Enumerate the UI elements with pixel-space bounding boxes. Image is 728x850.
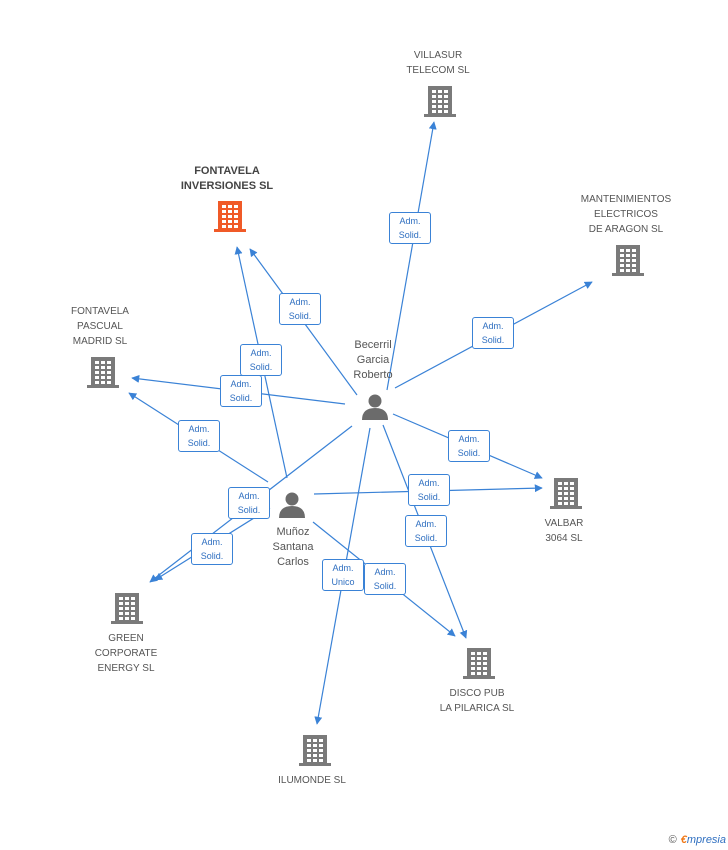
edge-label-line: Adm.: [230, 379, 252, 389]
company-label-green[interactable]: GREEN CORPORATE ENERGY SL: [95, 631, 158, 676]
edge-label-line: Solid.: [373, 581, 397, 591]
company-label-valbar[interactable]: VALBAR 3064 SL: [545, 516, 584, 546]
edge-label-line: Adm.: [332, 563, 354, 573]
edge-label-line: Solid.: [414, 533, 438, 543]
edge-label-line: Adm.: [374, 567, 396, 577]
empresia-brand: ©€mpresia: [669, 834, 726, 846]
company-label-disco[interactable]: DISCO PUB LA PILARICA SL: [440, 686, 515, 716]
edge-label-munoz-disco[interactable]: Adm. Solid.: [364, 563, 406, 595]
edge-label-line: Adm.: [399, 216, 421, 226]
edge-label-line: Solid.: [237, 505, 261, 515]
edge-label-line: Adm.: [201, 537, 223, 547]
company-label-line: ENERGY SL: [97, 663, 155, 674]
edge-label-line: Solid.: [229, 393, 253, 403]
company-label-line: PASCUAL: [77, 321, 123, 332]
edge-label-munoz-fontavela_inversiones[interactable]: Adm. Solid.: [240, 344, 282, 376]
company-label-fontavela_pascual[interactable]: FONTAVELA PASCUAL MADRID SL: [71, 304, 129, 349]
company-label-ilumonde[interactable]: ILUMONDE SL: [278, 773, 346, 788]
brand-name: mpresia: [686, 834, 726, 846]
company-label-mantenimientos[interactable]: MANTENIMIENTOS ELECTRICOS DE ARAGON SL: [581, 192, 671, 237]
person-label-line: Muñoz: [276, 526, 310, 538]
company-label-line: MADRID SL: [72, 336, 128, 347]
company-label-line: VILLASUR: [413, 50, 463, 61]
copyright-symbol: ©: [668, 834, 677, 846]
building-icon[interactable]: [299, 735, 331, 766]
edge-label-becerril-villasur[interactable]: Adm. Solid.: [389, 212, 431, 244]
edge-label-line: Solid.: [398, 230, 422, 240]
company-label-line: VALBAR: [544, 518, 584, 529]
edge-label-line: Unico: [331, 577, 355, 587]
edge-label-line: Solid.: [457, 448, 481, 458]
edge-label-becerril-mantenimientos[interactable]: Adm. Solid.: [472, 317, 514, 349]
edge-label-becerril-valbar[interactable]: Adm. Solid.: [448, 430, 490, 462]
company-label-villasur[interactable]: VILLASUR TELECOM SL: [406, 48, 469, 78]
edge-label-munoz-valbar[interactable]: Adm. Solid.: [408, 474, 450, 506]
company-label-line: TELECOM SL: [406, 65, 470, 76]
edge-label-line: Adm.: [415, 519, 437, 529]
company-label-line: MANTENIMIENTOS: [580, 194, 672, 205]
edge-becerril-villasur: [386, 121, 437, 391]
edge-label-becerril-disco[interactable]: Adm. Solid.: [405, 515, 447, 547]
person-label-line: Carlos: [277, 556, 309, 568]
brand-initial: €: [680, 834, 687, 846]
edge-label-line: Solid.: [200, 551, 224, 561]
edge-label-line: Solid.: [187, 438, 211, 448]
company-label-line: DE ARAGON SL: [588, 224, 664, 235]
building-icon[interactable]: [87, 357, 119, 388]
edge-label-becerril-ilumonde[interactable]: Adm. Unico: [322, 559, 364, 591]
edge-label-line: Adm.: [188, 424, 210, 434]
edge-label-line: Adm.: [458, 434, 480, 444]
person-label-line: Garcia: [356, 354, 390, 366]
edge-label-becerril-green[interactable]: Adm. Solid.: [191, 533, 233, 565]
building-icon[interactable]: [612, 245, 644, 276]
building-icon[interactable]: [111, 593, 143, 624]
edge-label-becerril-fontavela_pascual[interactable]: Adm. Solid.: [220, 375, 262, 407]
company-label-line: CORPORATE: [94, 648, 158, 659]
edge-label-becerril-fontavela_inversiones[interactable]: Adm. Solid.: [279, 293, 321, 325]
company-label-line: LA PILARICA SL: [439, 703, 515, 714]
edge-label-line: Adm.: [482, 321, 504, 331]
company-label-line: INVERSIONES SL: [180, 180, 274, 192]
building-icon[interactable]: [550, 478, 582, 509]
edge-label-line: Adm.: [418, 478, 440, 488]
person-label-line: Roberto: [353, 369, 393, 381]
company-label-line: FONTAVELA: [194, 165, 260, 177]
company-label-fontavela_inversiones[interactable]: FONTAVELA INVERSIONES SL: [181, 164, 273, 194]
edge-label-line: Adm.: [238, 491, 260, 501]
edge-label-line: Adm.: [250, 348, 272, 358]
edge-label-line: Adm.: [289, 297, 311, 307]
edge-label-munoz-fontavela_pascual[interactable]: Adm. Solid.: [178, 420, 220, 452]
building-icon[interactable]: [214, 201, 246, 232]
building-icon[interactable]: [463, 648, 495, 679]
company-label-line: FONTAVELA: [71, 306, 129, 317]
edge-label-line: Solid.: [417, 492, 441, 502]
edge-label-line: Solid.: [288, 311, 312, 321]
edge-label-line: Solid.: [249, 362, 273, 372]
company-label-line: GREEN: [108, 633, 144, 644]
company-label-line: 3064 SL: [545, 533, 583, 544]
company-label-line: ILUMONDE SL: [278, 775, 346, 786]
person-icon[interactable]: [279, 492, 305, 519]
person-label-line: Becerril: [354, 339, 392, 351]
person-icon[interactable]: [362, 394, 388, 421]
company-label-line: ELECTRICOS: [594, 209, 658, 220]
building-icon[interactable]: [424, 86, 456, 117]
edge-label-munoz-green[interactable]: Adm. Solid.: [228, 487, 270, 519]
person-label-line: Santana: [272, 541, 314, 553]
company-label-line: DISCO PUB: [449, 688, 505, 699]
edge-label-line: Solid.: [481, 335, 505, 345]
